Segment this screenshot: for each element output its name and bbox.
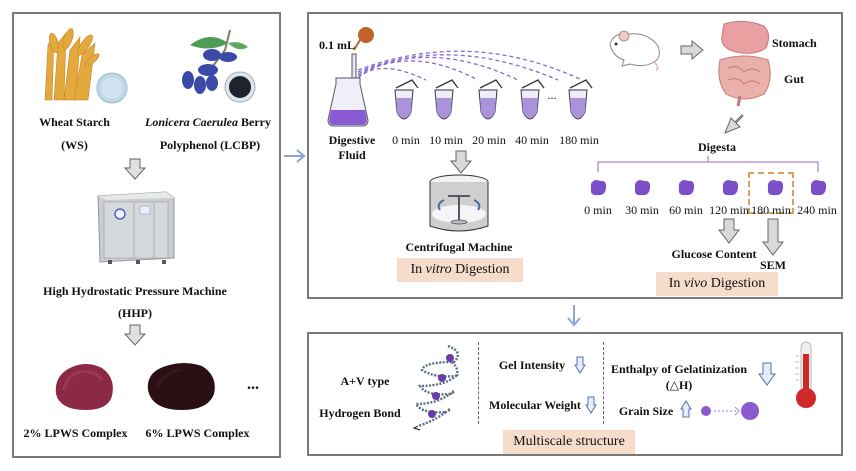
right-arrow-icon [680,39,704,61]
gel-intensity-label: Gel Intensity [498,358,566,372]
vitro-time-label: 20 min [472,133,506,147]
digestive-fluid-label-line2: Fluid [338,148,366,162]
digesta-sample-icon [590,180,607,196]
eppendorf-tube-icon [520,79,545,120]
enthalpy-label-line1: Enthalpy of Gelatinization [610,362,747,376]
vitro-time-label: 40 min [515,133,549,147]
tube-ellipsis: ... [547,88,557,102]
pipette-bulb-icon [353,27,374,51]
hhp-machine-icon [97,191,175,264]
digesta-sample-icon [767,180,784,196]
grain-size-label: Grain Size [618,404,674,418]
in-vivo-tag-italic: vivo [683,276,708,291]
transfer-arc [357,50,583,81]
digesta-sample-icon [722,180,739,196]
in-vitro-tag-pre: In [410,262,426,277]
berry-label-line2: Polyphenol (LCBP) [159,138,261,152]
multiscale-structure-tag: Multiscale structure [503,430,635,454]
vivo-time-label: 240 min [797,203,837,217]
eppendorf-tube-icon [478,79,503,120]
digesta-sample-icon [634,180,651,196]
gut-label: Gut [784,72,805,86]
vivo-time-label: 30 min [625,203,659,217]
complex-6-powder-icon [147,363,215,410]
vitro-time-label: 180 min [559,133,599,147]
digesta-sample-icon [678,180,695,196]
volume-label: 0.1 mL [319,38,355,52]
flow-arrow-down-icon [567,305,581,327]
down-arrow-icon [717,218,741,244]
digestive-organs-icon [718,20,771,107]
in-vivo-tag-post: Digestion [707,276,766,291]
flow-arrow-right-icon [284,149,306,163]
down-arrow-icon [123,158,147,180]
vivo-time-label: 120 min [709,203,749,217]
eppendorf-tube-icon [394,79,419,120]
grain-growth-icon [701,402,759,420]
glucose-content-label: Glucose Content [671,247,757,261]
eppendorf-tube-icon [434,79,459,120]
flask-icon [327,53,369,127]
digesta-label: Digesta [698,140,736,154]
mouse-icon [609,30,660,71]
divider [603,342,604,424]
centrifuge-label: Centrifugal Machine [405,240,513,254]
in-vivo-tag-pre: In [668,276,684,291]
decrease-arrow-icon [758,362,776,386]
wheat-icon [44,28,128,104]
crystal-type-label: A+V type [340,374,390,388]
complex-6-label: 6% LPWS Complex [145,426,250,440]
centrifuge-icon [429,174,489,232]
eppendorf-tube-icon [568,79,593,120]
vivo-time-label: 0 min [584,203,612,217]
starch-helix-icon [412,344,460,431]
decrease-arrow-icon [574,356,586,374]
vitro-time-label: 0 min [392,133,420,147]
stomach-label: Stomach [772,36,817,50]
vitro-time-label: 10 min [429,133,463,147]
transfer-arc [357,67,427,81]
in-vivo-tag: In vivo Digestion [656,272,778,296]
vivo-time-label: 60 min [669,203,703,217]
transfer-arc [357,60,479,81]
berry-icon [182,29,256,103]
complex-2-powder-icon [55,364,113,410]
digesta-sample-icon [810,180,827,196]
hhp-label: High Hydrostatic Pressure Machine [43,284,227,298]
down-arrow-icon [449,150,473,174]
thermometer-icon [795,341,816,408]
berry-label-rest: Berry [238,115,271,129]
in-vitro-tag-post: Digestion [451,262,510,277]
transfer-arc [357,56,519,81]
complex-2-label: 2% LPWS Complex [23,426,128,440]
digestive-fluid-label-line1: Digestive [328,133,376,147]
enthalpy-label-line2: (△H) [665,378,693,392]
vivo-time-label: 180 min [751,203,791,217]
wheat-starch-abbr: (WS) [61,138,88,152]
molecular-weight-label: Molecular Weight [489,398,581,412]
diagonal-arrow-icon [724,114,744,134]
berry-label: Lonicera Caerulea Berry [138,115,278,130]
in-vitro-tag-italic: vitro [425,262,452,277]
sem-sample-highlight [748,172,794,214]
increase-arrow-icon [680,400,692,418]
sem-label: SEM [759,258,786,272]
transfer-arc [357,54,559,81]
transfer-arcs [357,50,583,81]
in-vitro-tag: In vitro Digestion [397,258,523,282]
down-arrow-icon [761,218,785,256]
divider [478,342,479,424]
berry-label-italic: Lonicera Caerulea [145,115,238,129]
wheat-starch-label: Wheat Starch [39,115,110,129]
down-arrow-icon [123,324,147,346]
hydrogen-bond-label: Hydrogen Bond [319,406,401,420]
more-complexes-ellipsis: ... [247,376,259,393]
hhp-abbr: (HHP) [118,306,152,320]
digesta-bracket [597,156,819,172]
decrease-arrow-icon [585,396,597,414]
